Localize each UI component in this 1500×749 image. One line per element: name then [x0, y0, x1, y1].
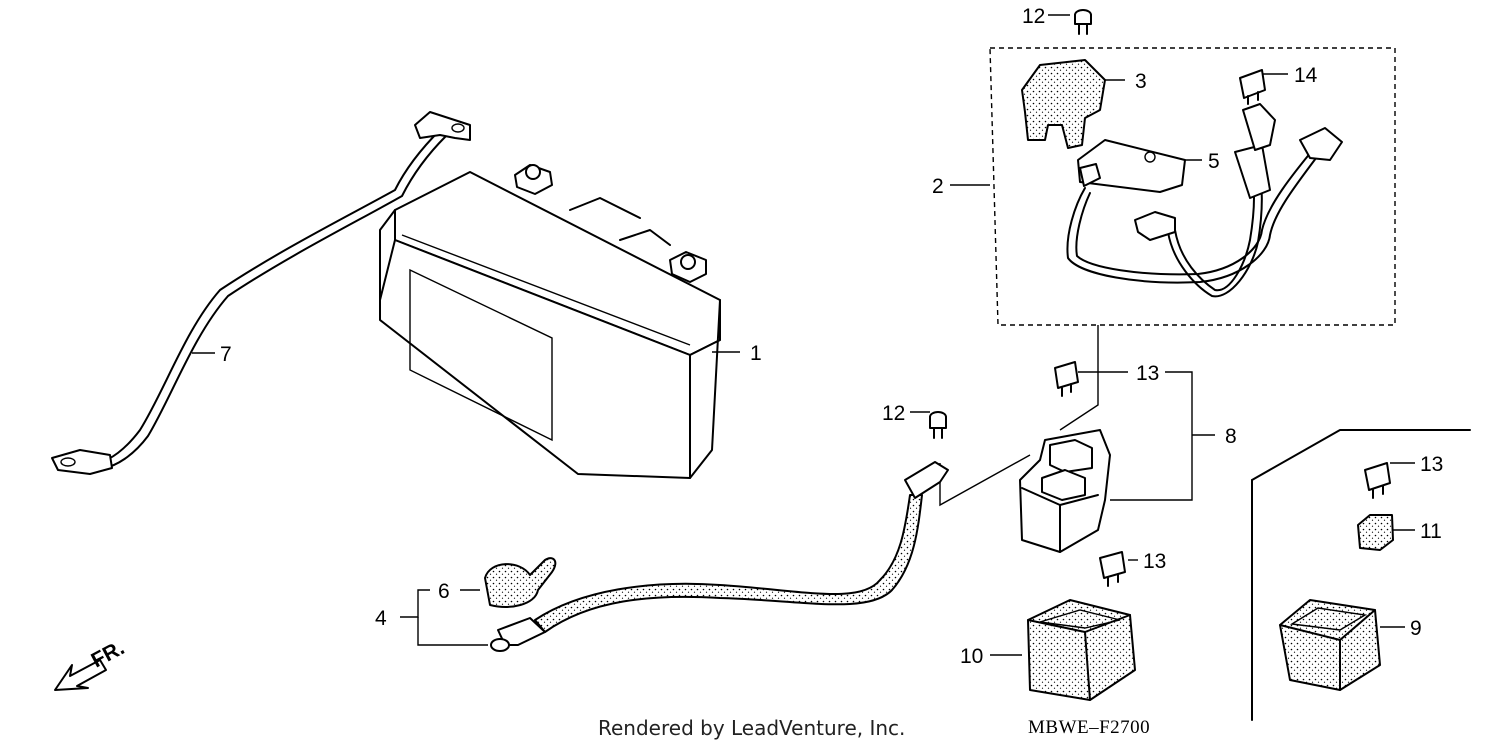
- callout-8: 8: [1225, 425, 1237, 448]
- callout-12-top: 12: [1022, 5, 1045, 28]
- front-direction-arrow-icon: [54, 659, 107, 691]
- callout-labels: 12 3 14 5 2 1 7 13 12 8 13 11 13 6 4 9 1…: [88, 5, 1444, 672]
- callout-4: 4: [375, 607, 387, 630]
- diagram-code: MBWE–F2700: [1028, 717, 1151, 738]
- callout-13-right: 13: [1420, 453, 1443, 476]
- callout-11: 11: [1420, 520, 1442, 543]
- wire-harness-box-part-2: [989, 47, 1396, 326]
- callout-3: 3: [1135, 70, 1147, 93]
- callout-12-middle: 12: [882, 402, 905, 425]
- callout-2: 2: [932, 175, 944, 198]
- fuse-part-13-a: [1054, 361, 1079, 397]
- callout-1: 1: [750, 342, 762, 365]
- leader-lines: [192, 14, 1415, 656]
- credit-text: Rendered by LeadVenture, Inc.: [598, 716, 906, 740]
- relay-holder-part-10: [1027, 599, 1136, 701]
- callout-5: 5: [1208, 150, 1220, 173]
- negative-cable-part-7: [51, 111, 471, 475]
- fuse-cover-part-11: [1357, 514, 1394, 551]
- fuse-part-13-c: [1364, 462, 1391, 499]
- callout-14: 14: [1294, 64, 1318, 87]
- relay-part-8: [1019, 429, 1111, 553]
- positive-cable-part-4: [490, 461, 949, 652]
- callout-9: 9: [1410, 617, 1422, 640]
- battery-part-1: [379, 164, 721, 479]
- callout-13-upper: 13: [1136, 362, 1159, 385]
- callout-13-lower: 13: [1143, 550, 1166, 573]
- terminal-boot-part-6: [484, 557, 557, 608]
- callout-10: 10: [960, 645, 983, 668]
- callout-6: 6: [438, 580, 450, 603]
- bolt-part-12-top: [1074, 9, 1092, 35]
- bolt-part-12-middle: [929, 411, 947, 439]
- fuse-part-13-b: [1099, 551, 1126, 587]
- callout-7: 7: [220, 343, 232, 366]
- holder-frame-part-9: [1251, 429, 1471, 721]
